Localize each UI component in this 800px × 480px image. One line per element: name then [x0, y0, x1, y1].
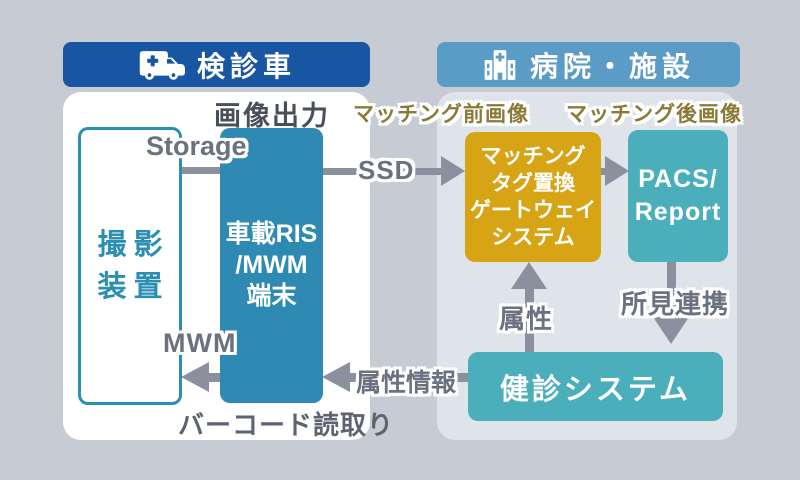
imaging-device-label-line1: 撮影: [97, 229, 170, 261]
post-matching-image-label: マッチング後画像: [566, 103, 742, 126]
screening-vehicle-title: 検診車: [196, 50, 296, 82]
pacs-report-box: PACS/ Report: [628, 130, 728, 262]
findings-link-label: 所見連携: [621, 289, 730, 319]
imaging-device-box: 撮影 装置: [78, 127, 182, 405]
onboard-ris-label-line1: 車載RIS: [225, 220, 318, 248]
hospital-facility-title: 病院・施設: [529, 50, 695, 82]
imaging-device-label-line2: 装置: [97, 271, 170, 303]
attribute-info-label: 属性情報: [356, 369, 457, 397]
hospital-icon: [482, 49, 518, 81]
pacs-label-line1: PACS/: [638, 165, 718, 193]
storage-connector-line: [180, 167, 223, 174]
gateway-label-line1: マッチング: [480, 145, 586, 168]
gateway-label-line2: タグ置換: [491, 172, 575, 195]
onboard-ris-mwm-terminal-box: 車載RIS /MWM 端末: [220, 128, 323, 403]
checkup-system-box: 健診システム: [468, 352, 723, 421]
ambulance-icon: [137, 48, 185, 81]
storage-label: Storage: [146, 131, 247, 161]
ssd-label: SSD: [358, 155, 415, 185]
gateway-label-line4: システム: [491, 226, 575, 249]
pacs-label-line2: Report: [634, 198, 722, 226]
hospital-facility-header: 病院・施設: [437, 42, 740, 87]
onboard-ris-label-line2: /MWM: [235, 251, 308, 279]
checkup-system-label: 健診システム: [499, 373, 692, 406]
image-output-label: 画像出力: [214, 101, 330, 131]
attribute-label: 属性: [499, 304, 554, 334]
barcode-reading-label: バーコード読取り: [178, 410, 395, 440]
gateway-label-line3: ゲートウェイ: [470, 199, 596, 222]
pre-matching-image-label: マッチング前画像: [353, 103, 529, 126]
mwm-label: MWM: [163, 328, 237, 358]
matching-tag-gateway-box: マッチング タグ置換 ゲートウェイ システム: [465, 132, 601, 262]
screening-vehicle-header: 検診車: [63, 42, 370, 87]
onboard-ris-label-line3: 端末: [246, 282, 297, 310]
